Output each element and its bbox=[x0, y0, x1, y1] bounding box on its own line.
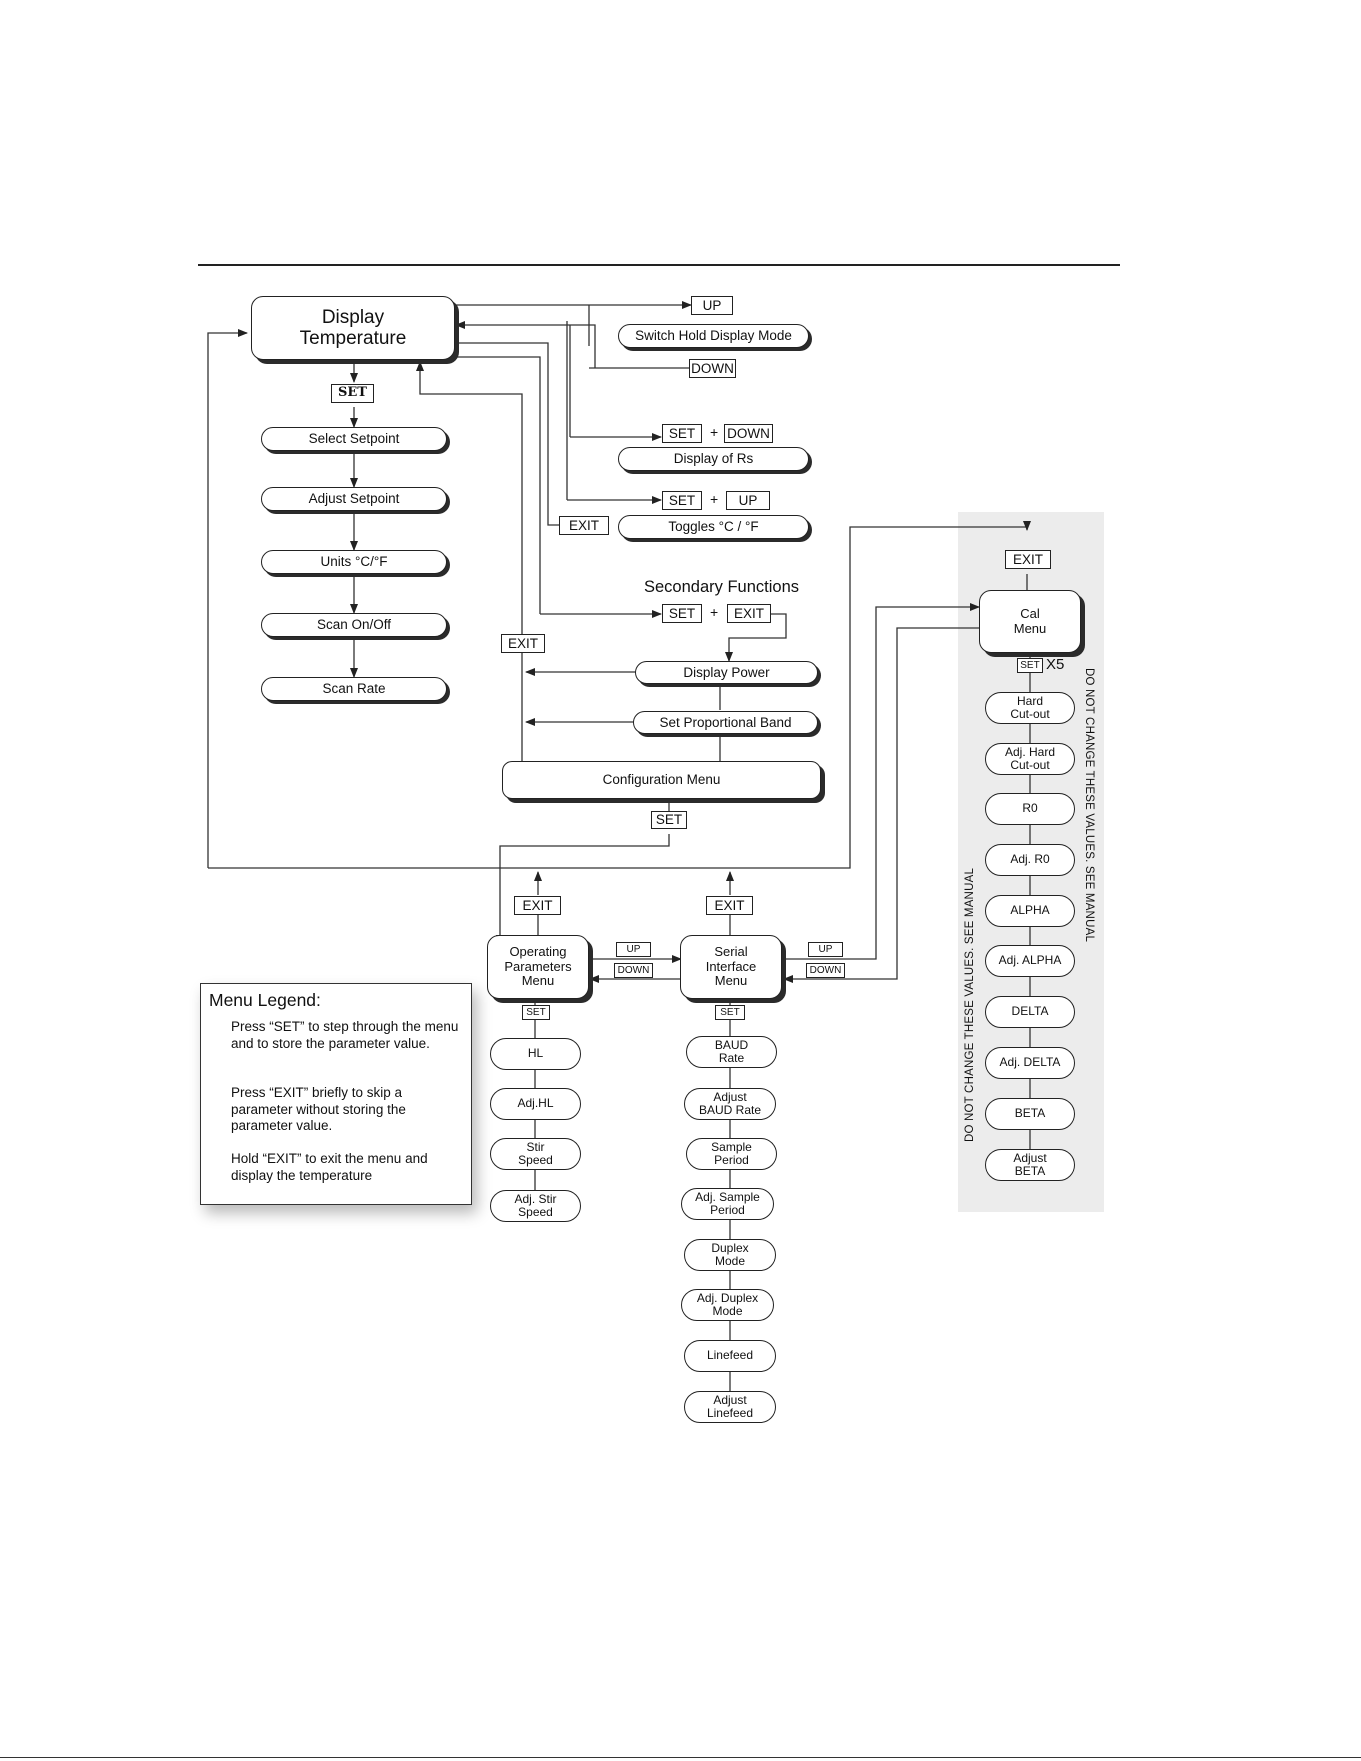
cal-adj-hard-cutout-item[interactable]: Adj. Hard Cut-out bbox=[985, 743, 1075, 775]
adjust-setpoint-item[interactable]: Adjust Setpoint bbox=[261, 487, 447, 511]
operating-adj-stir-speed-item[interactable]: Adj. Stir Speed bbox=[490, 1190, 581, 1222]
exit-key[interactable]: EXIT bbox=[706, 896, 753, 915]
plus-sign: + bbox=[710, 424, 719, 440]
connector bbox=[456, 356, 541, 614]
down-key[interactable]: DOWN bbox=[724, 424, 773, 443]
cal-adj-alpha-item[interactable]: Adj. ALPHA bbox=[985, 945, 1075, 977]
operating-stir-speed-item[interactable]: Stir Speed bbox=[490, 1138, 581, 1170]
connector bbox=[783, 627, 979, 983]
cal-adj-delta-item[interactable]: Adj. DELTA bbox=[985, 1047, 1075, 1079]
connector bbox=[456, 342, 579, 526]
legend-title: Menu Legend: bbox=[209, 990, 321, 1010]
serial-linefeed-item[interactable]: Linefeed bbox=[684, 1340, 776, 1372]
serial-adj-sample-period-item[interactable]: Adj. Sample Period bbox=[681, 1188, 774, 1220]
cal-alpha-item[interactable]: ALPHA bbox=[985, 895, 1075, 927]
operating-parameters-menu-box[interactable]: Operating Parameters Menu bbox=[487, 935, 589, 999]
up-key[interactable]: UP bbox=[726, 491, 770, 510]
connector bbox=[725, 613, 787, 662]
cal-menu-box[interactable]: Cal Menu bbox=[979, 590, 1081, 653]
display-power-item[interactable]: Display Power bbox=[635, 661, 818, 684]
units-item[interactable]: Units °C/°F bbox=[261, 550, 447, 574]
set-proportional-band-item[interactable]: Set Proportional Band bbox=[633, 711, 818, 734]
switch-hold-display-item[interactable]: Switch Hold Display Mode bbox=[618, 324, 809, 348]
header-rule bbox=[198, 264, 1120, 266]
connector bbox=[496, 834, 670, 945]
display-temperature-box[interactable]: Display Temperature bbox=[251, 296, 455, 360]
up-key[interactable]: UP bbox=[616, 942, 651, 957]
exit-key[interactable]: EXIT bbox=[559, 516, 609, 535]
repeat-count: X5 bbox=[1046, 656, 1065, 673]
exit-key[interactable]: EXIT bbox=[514, 896, 561, 915]
exit-key[interactable]: EXIT bbox=[727, 604, 771, 623]
set-key[interactable]: SET bbox=[662, 491, 702, 510]
serial-duplex-mode-item[interactable]: Duplex Mode bbox=[684, 1239, 776, 1271]
display-of-rs-item[interactable]: Display of Rs bbox=[618, 447, 809, 471]
exit-key[interactable]: EXIT bbox=[501, 634, 545, 653]
operating-hl-item[interactable]: HL bbox=[490, 1038, 581, 1070]
footer-rule bbox=[0, 1757, 1361, 1758]
set-key[interactable]: SET bbox=[651, 811, 687, 829]
cal-warning-right: DO NOT CHANGE THESE VALUES. SEE MANUAL bbox=[1083, 667, 1095, 943]
connector bbox=[455, 321, 596, 368]
cal-hard-cutout-item[interactable]: Hard Cut-out bbox=[985, 692, 1075, 724]
legend-line: Hold “EXIT” to exit the menu and display… bbox=[231, 1151, 428, 1183]
up-key[interactable]: UP bbox=[691, 296, 733, 315]
down-key[interactable]: DOWN bbox=[689, 359, 736, 378]
plus-sign: + bbox=[710, 491, 719, 507]
connector bbox=[416, 361, 523, 761]
set-key[interactable]: SET bbox=[715, 1005, 745, 1020]
connector bbox=[782, 603, 980, 960]
cal-beta-item[interactable]: BETA bbox=[985, 1098, 1075, 1130]
secondary-functions-title: Secondary Functions bbox=[644, 578, 800, 596]
up-key[interactable]: UP bbox=[808, 942, 843, 957]
cal-adjust-beta-item[interactable]: Adjust BETA bbox=[985, 1149, 1075, 1181]
operating-adj-hl-item[interactable]: Adj.HL bbox=[490, 1088, 581, 1120]
cal-adj-r0-item[interactable]: Adj. R0 bbox=[985, 844, 1075, 876]
down-key[interactable]: DOWN bbox=[806, 963, 845, 978]
menu-legend: Menu Legend: Press “SET” to step through… bbox=[200, 983, 472, 1205]
cal-warning-left: DO NOT CHANGE THESE VALUES. SEE MANUAL bbox=[964, 867, 976, 1143]
configuration-menu-box[interactable]: Configuration Menu bbox=[502, 761, 821, 799]
legend-line: Press “SET” to step through the menu and… bbox=[231, 1019, 459, 1051]
serial-interface-menu-box[interactable]: Serial Interface Menu bbox=[680, 935, 782, 999]
scan-rate-item[interactable]: Scan Rate bbox=[261, 677, 447, 701]
cal-delta-item[interactable]: DELTA bbox=[985, 996, 1075, 1028]
exit-key[interactable]: EXIT bbox=[1005, 550, 1051, 569]
cal-r0-item[interactable]: R0 bbox=[985, 793, 1075, 825]
set-key[interactable]: SET bbox=[662, 604, 702, 623]
connector bbox=[207, 329, 248, 868]
serial-baud-rate-item[interactable]: BAUD Rate bbox=[686, 1036, 777, 1068]
set-key[interactable]: SET bbox=[522, 1005, 550, 1020]
connector bbox=[208, 521, 1031, 869]
set-key[interactable]: SET bbox=[331, 384, 374, 403]
set-key[interactable]: SET bbox=[1017, 658, 1043, 673]
down-key[interactable]: DOWN bbox=[614, 963, 653, 978]
select-setpoint-item[interactable]: Select Setpoint bbox=[261, 427, 447, 451]
set-key[interactable]: SET bbox=[662, 424, 702, 443]
scan-onoff-item[interactable]: Scan On/Off bbox=[261, 613, 447, 637]
toggles-units-item[interactable]: Toggles °C / °F bbox=[618, 515, 809, 539]
serial-adj-duplex-mode-item[interactable]: Adj. Duplex Mode bbox=[681, 1289, 774, 1321]
serial-sample-period-item[interactable]: Sample Period bbox=[686, 1138, 777, 1170]
plus-sign: + bbox=[710, 604, 719, 620]
legend-line: Press “EXIT” briefly to skip a parameter… bbox=[231, 1085, 406, 1134]
serial-adjust-linefeed-item[interactable]: Adjust Linefeed bbox=[684, 1391, 776, 1423]
serial-adjust-baud-rate-item[interactable]: Adjust BAUD Rate bbox=[684, 1088, 776, 1120]
